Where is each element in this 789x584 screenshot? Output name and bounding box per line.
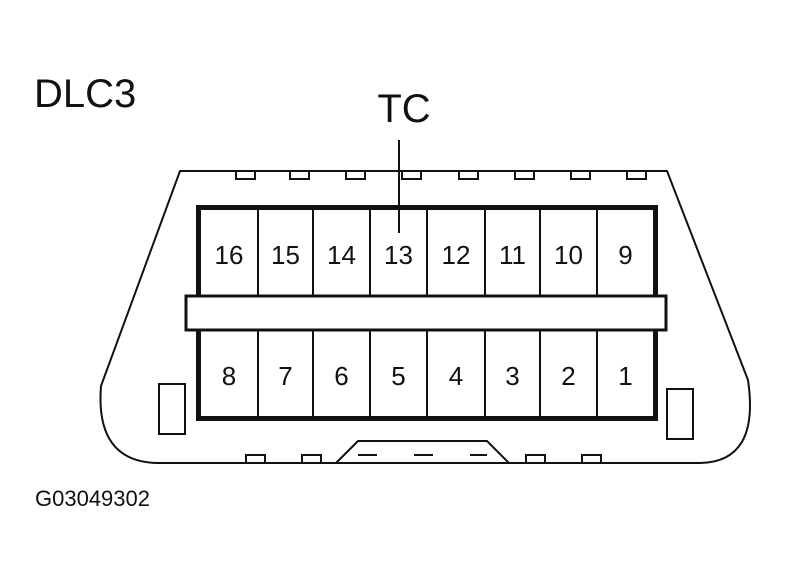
connector-title: DLC3: [34, 72, 136, 116]
figure-id: G03049302: [35, 486, 150, 511]
housing-top-ribs: [235, 171, 647, 180]
pin-label-3: 3: [505, 361, 519, 391]
pin-label-12: 12: [442, 240, 471, 270]
pin-label-14: 14: [327, 240, 356, 270]
pin-cell-1: [596, 329, 655, 418]
pin-label-2: 2: [561, 361, 575, 391]
pin-label-4: 4: [449, 361, 463, 391]
pin-label-5: 5: [391, 361, 405, 391]
pin-label-8: 8: [222, 361, 236, 391]
pin-label-6: 6: [334, 361, 348, 391]
pin-label-1: 1: [618, 361, 632, 391]
housing-bottom-ribs: [245, 454, 602, 463]
center-key: [335, 440, 510, 464]
pin-label-15: 15: [271, 240, 300, 270]
pin-row-top: 16 15 14 13 12 11 10 9: [199, 208, 655, 297]
callout-label: TC: [377, 87, 430, 131]
pin-label-11: 11: [499, 240, 526, 270]
left-latch-tab: [158, 383, 186, 435]
pin-row-bottom: 8 7 6 5 4 3 2 1: [199, 329, 655, 418]
pin-label-13: 13: [384, 240, 413, 270]
pin-label-10: 10: [554, 240, 583, 270]
connector-housing: [99, 170, 751, 464]
pin-label-9: 9: [618, 240, 632, 270]
pin-label-7: 7: [278, 361, 292, 391]
pin-label-16: 16: [215, 240, 244, 270]
center-divider: [184, 294, 668, 332]
pin-cell-9: [596, 208, 655, 297]
right-latch-tab: [666, 388, 694, 440]
